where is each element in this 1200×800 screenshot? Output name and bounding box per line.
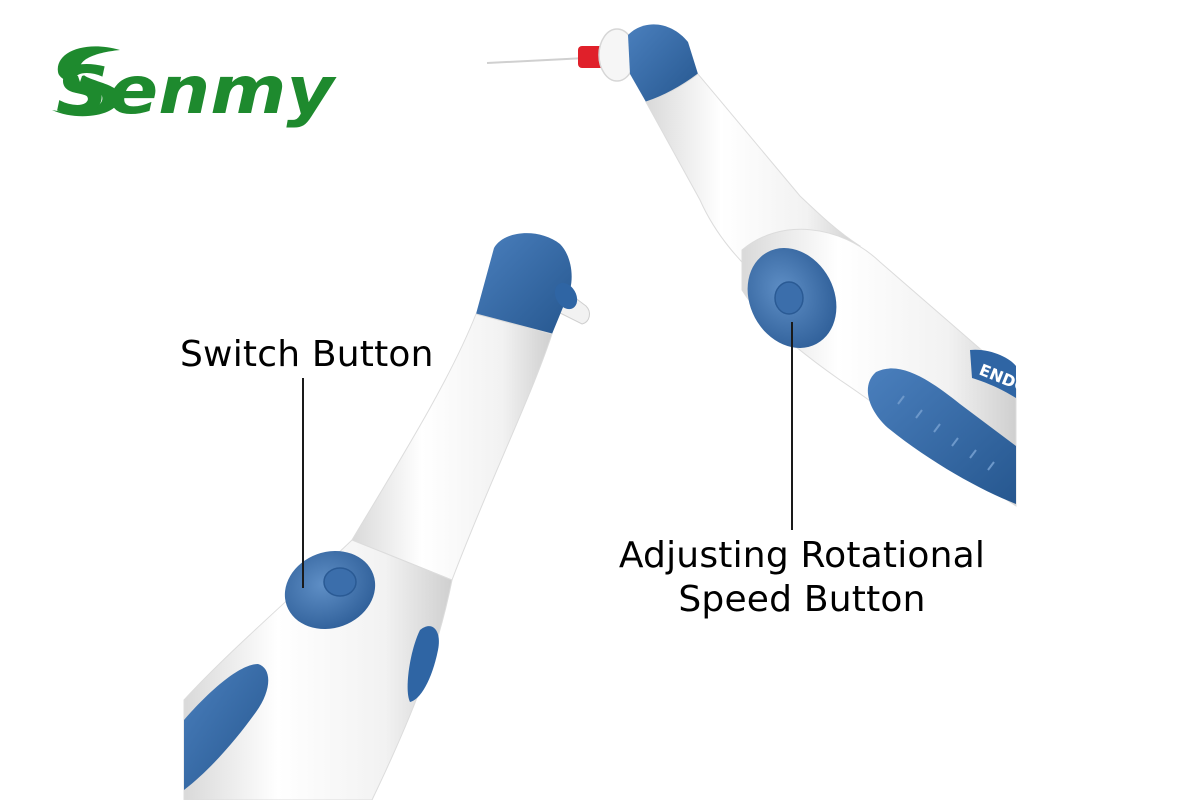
red-tip [578, 46, 604, 68]
switch-button-label: Switch Button [180, 334, 434, 375]
left-blue-head [476, 233, 572, 334]
speed-button-label-line2: Speed Button [678, 579, 926, 620]
grip-ridges [897, 395, 995, 471]
handpiece-right: ENDO [486, 24, 1031, 507]
speed-button-label-line1: Adjusting Rotational [618, 535, 986, 576]
left-side-accent [407, 626, 439, 702]
endo-file [486, 57, 587, 64]
left-cap [554, 282, 578, 310]
logo-swoosh-icon [52, 46, 121, 117]
left-blue-grip [184, 664, 269, 790]
senmy-logo: Senmy [52, 46, 337, 129]
switch-button-leader-line [302, 378, 304, 588]
blue-head [628, 24, 698, 102]
switch-button [284, 550, 376, 630]
speed-button [747, 248, 837, 348]
handpiece-left [183, 233, 590, 800]
blue-grip-strip [867, 368, 1016, 504]
speed-button-label: Adjusting Rotational Speed Button [602, 534, 1002, 622]
logo-wordmark: Senmy [56, 52, 337, 129]
logo-sparkle-icon [72, 66, 98, 82]
speed-button-leader-line [791, 322, 793, 530]
